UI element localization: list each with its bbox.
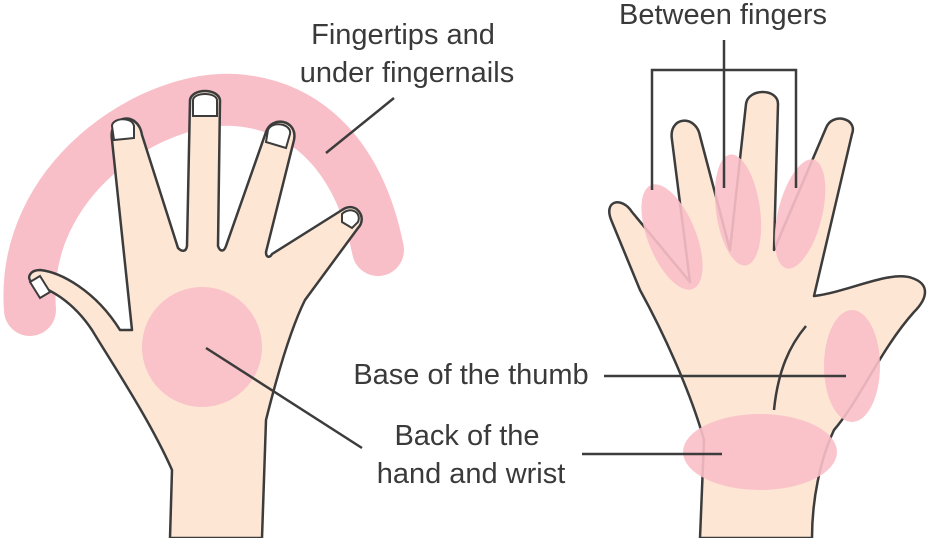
fingertips-label-line1: Fingertips and	[311, 19, 495, 51]
between-fingers-highlight-2	[714, 154, 762, 266]
back-of-hand-label-line2: hand and wrist	[377, 458, 566, 490]
right-hand-group	[582, 40, 927, 538]
base-of-thumb-highlight	[824, 310, 880, 422]
between-fingers-label: Between fingers	[619, 0, 827, 31]
left-hand-group	[3, 73, 404, 538]
fingertips-highlight	[3, 73, 404, 336]
between-fingers-highlight-1	[641, 184, 703, 290]
middle-nail	[192, 93, 218, 117]
pinky-nail	[341, 209, 360, 230]
index-nail	[110, 118, 135, 142]
fingertips-leader	[325, 97, 395, 154]
base-of-thumb-label: Base of the thumb	[353, 359, 588, 391]
back-of-hand-leader	[205, 346, 363, 450]
thumb-crease	[772, 325, 807, 411]
wrist-highlight	[683, 414, 837, 490]
fingertips-label-line2: under fingernails	[300, 57, 514, 89]
back-of-hand-label-line1: Back of the	[394, 420, 539, 452]
between-fingers-highlight-3	[774, 159, 826, 269]
thumb-nail	[28, 274, 52, 300]
back-of-hand-highlight	[142, 287, 262, 407]
ring-nail	[264, 123, 292, 150]
between-fingers-bracket	[650, 40, 798, 190]
